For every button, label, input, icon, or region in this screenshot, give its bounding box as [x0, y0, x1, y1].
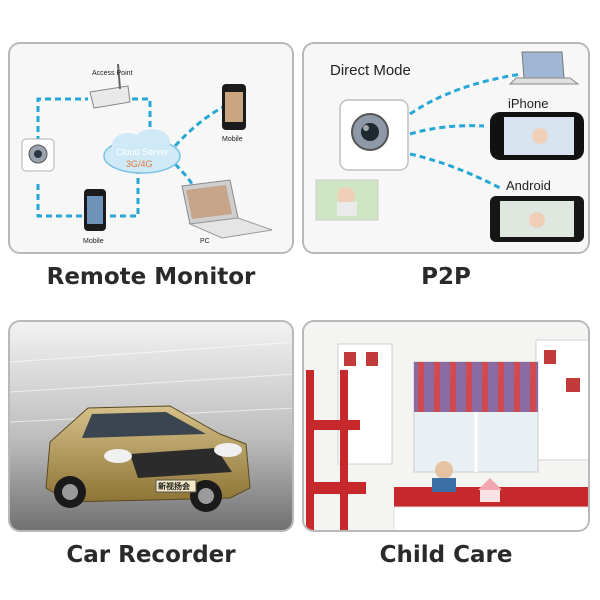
- access-point-label: Access Point: [92, 70, 133, 77]
- router-icon: [89, 63, 131, 109]
- laptop-icon: [508, 51, 580, 85]
- cloud-icon: [103, 129, 181, 174]
- p2p-panel: Direct Mode iPhone Android: [302, 42, 590, 254]
- license-plate: 新视扬会: [158, 482, 190, 491]
- child-care-panel: [302, 320, 590, 532]
- mobile-phone-icon-bottom: [84, 189, 106, 231]
- mobile-top-label: Mobile: [222, 136, 243, 143]
- child-figure: [432, 461, 456, 492]
- pc-label: PC: [200, 238, 210, 245]
- child-room-photo: [304, 322, 588, 530]
- car-image: [45, 405, 251, 512]
- p2p-caption: P2P: [421, 264, 471, 290]
- laptop-icon: [181, 179, 273, 239]
- network-label: 3G/4G: [126, 159, 153, 169]
- bunk-bed: [306, 370, 366, 530]
- camera-icon: [21, 138, 55, 172]
- android-label: Android: [506, 178, 551, 193]
- camera-large-icon: [339, 99, 409, 171]
- mobile-phone-icon: [222, 84, 246, 130]
- iphone-label: iPhone: [508, 96, 549, 111]
- iphone-landscape: [490, 112, 584, 160]
- remote-monitor-diagram: [21, 63, 273, 239]
- car-photo: [10, 322, 292, 530]
- remote-monitor-panel: Access Point Cloud Server 3G/4G Mobile M…: [8, 42, 294, 254]
- mobile-bottom-label: Mobile: [83, 238, 104, 245]
- remote-monitor-caption: Remote Monitor: [46, 264, 256, 290]
- android-landscape: [490, 196, 584, 242]
- baby-photo: [315, 179, 379, 221]
- car-recorder-panel: 新视扬会: [8, 320, 294, 532]
- car-recorder-caption: Car Recorder: [66, 542, 236, 568]
- window: [413, 361, 539, 473]
- cloud-server-label: Cloud Server: [116, 147, 169, 157]
- direct-mode-label: Direct Mode: [330, 62, 411, 79]
- p2p-diagram: [315, 51, 584, 242]
- child-care-caption: Child Care: [379, 542, 513, 568]
